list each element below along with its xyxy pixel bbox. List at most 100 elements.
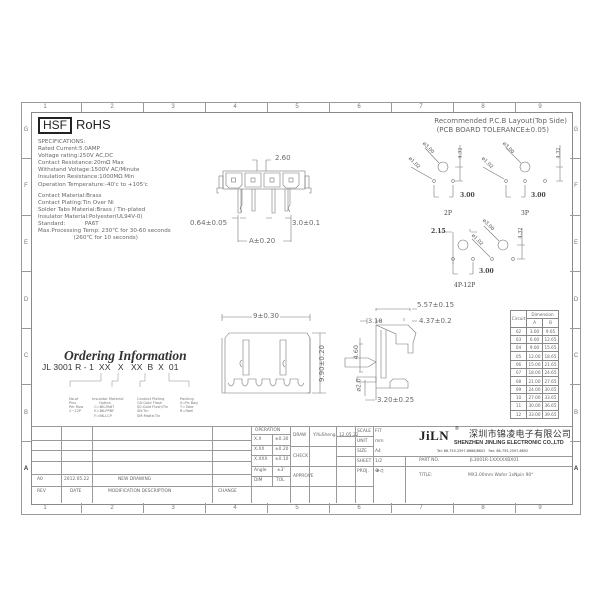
spec-line: Withstand Voltage:1500V AC/Minute [38, 167, 140, 174]
pcb-3p-pitch: 3.00 [531, 192, 546, 199]
dim-2-60: 2.60 [275, 154, 291, 162]
tol-dim: Angle [254, 468, 267, 473]
tol-footer: TOL [276, 478, 285, 483]
scale-value: FIT [375, 429, 382, 434]
pcb-title-line2: (PCB BOARD TOLERANCE±0.05) [436, 126, 549, 134]
zone-row-g-right: G [573, 127, 579, 133]
zone-row-c: C [23, 353, 29, 359]
zone-row-b: B [23, 410, 28, 416]
rev-description: NEW DRAWING [118, 477, 152, 482]
company-logo: JiLN [419, 428, 450, 443]
tol-dim: X.XXX [254, 457, 268, 462]
zone-col-7: 7 [419, 104, 423, 110]
pcb-title-line1: Recommended P.C.B Layout(Top Side) [434, 117, 567, 125]
spec-line: (260℃ for 10 seconds) [38, 235, 138, 242]
part-no-value: JL3001R-1XXXXXBX01 [470, 458, 519, 463]
description-header: MODIFICATION DESCRIPTION [108, 489, 172, 494]
part-no-label: PART NO. [419, 458, 440, 463]
col-header-circuit: Circuit [510, 310, 527, 328]
dim-a: A±0.20 [249, 237, 276, 245]
dim-0-64: 0.64±0.05 [190, 219, 228, 227]
ordering-code: JL 3001 R - 1 XX X XX B X 01 [42, 362, 179, 372]
dim-width: 9±0.30 [253, 312, 279, 320]
zone-col-2: 2 [110, 104, 114, 110]
zone-col-6-bottom: 6 [357, 505, 361, 511]
drawing-frame-inner [31, 112, 573, 505]
check-label: CHECK [293, 454, 309, 459]
rev-date: 2012.05.22 [64, 477, 90, 482]
pcb-4p-pitch: 3.00 [479, 268, 494, 275]
dim-footer: DIM [254, 478, 263, 483]
tol-dim: X.XX [254, 447, 265, 452]
rev-header: REV [37, 489, 46, 494]
zone-col-3: 3 [171, 104, 175, 110]
ordering-title: Ordering Information [64, 348, 187, 363]
rev-value: A0 [37, 477, 43, 482]
spec-line: Insulation Resistance:1000MΩ Min [38, 174, 135, 181]
spec-line: Voltage rating:250V AC,DC [38, 153, 114, 160]
spec-line: Contact Resistance:20mΩ Max [38, 160, 124, 167]
tol-value: ±0.10 [275, 457, 289, 462]
zone-col-8: 8 [481, 104, 485, 110]
unit-value: mm [375, 439, 384, 444]
zone-col-4: 4 [233, 104, 237, 110]
zone-col-6: 6 [357, 104, 361, 110]
sheet-label: SHEET [357, 459, 372, 464]
dim-3-18: 3.18 [368, 317, 383, 325]
pcb-label-3p: 3P [521, 210, 529, 217]
drawing-frame-outer [21, 102, 581, 515]
unit-label: UNIT [357, 439, 368, 444]
zone-col-8-bottom: 8 [481, 505, 485, 511]
tol-value: ±0.20 [275, 447, 289, 452]
zone-col-4-bottom: 4 [233, 505, 237, 511]
zone-col-9: 9 [538, 104, 542, 110]
col-header-a: A [526, 318, 543, 328]
body-front-view [221, 314, 326, 394]
dim-pitch: 3.0±0.1 [292, 219, 321, 227]
draw-label: DRAW [293, 433, 307, 438]
ordering-note-insulator: Insulator Material Option C=BK-PA6T E=BK… [92, 396, 124, 418]
specifications-block: SPECIFICATIONS: Rated Current:5.0AMP Vol… [38, 139, 171, 242]
company-name-cn: 深圳市锦凌电子有限公司 [469, 430, 572, 440]
pcb-label-4p-12p: 4P-12P [454, 282, 476, 289]
zone-row-a-right: A [573, 466, 579, 472]
company-contact: Tel: 86-755-2597-8686/8602 Fax: 86-755-2… [437, 449, 529, 453]
spec-line: Contact Plating:Tin Over Ni [38, 199, 114, 206]
date-header: DATE [70, 489, 82, 494]
zone-row-d-right: D [573, 297, 579, 303]
zone-row-d: D [23, 297, 29, 303]
tol-value: ±0.30 [275, 437, 289, 442]
zone-row-e-right: E [573, 240, 578, 246]
pcb-offset: 2.15 [431, 228, 446, 235]
zone-row-g: G [23, 127, 29, 133]
zone-col-5: 5 [295, 104, 299, 110]
spec-line: Standard: PA6T [38, 221, 99, 228]
spec-line: Rated Current:5.0AMP [38, 146, 100, 153]
zone-col-1: 1 [43, 104, 47, 110]
size-label: SIZE [357, 449, 367, 454]
draw-name: YiYuSheng [313, 433, 336, 438]
rohs-label: RoHS [76, 117, 111, 132]
zone-row-a: A [23, 466, 29, 472]
dim-5-57: 5.57±0.15 [417, 301, 455, 309]
spec-line: Max.Processing Temp: 230℃ for 30-60 seco… [38, 228, 171, 235]
size-value: A4 [375, 449, 381, 454]
sheet-value: 1/2 [375, 459, 383, 464]
spec-line: Insulator Material:Polyester(UL94V-0) [38, 213, 143, 220]
approve-label: APPROVE [293, 474, 314, 479]
zone-row-f-right: F [574, 183, 578, 189]
projection-icon: ⊕◁ [375, 468, 384, 474]
company-name-en: SHENZHEN JINLING ELECTRONIC CO.,LTD [454, 440, 564, 446]
